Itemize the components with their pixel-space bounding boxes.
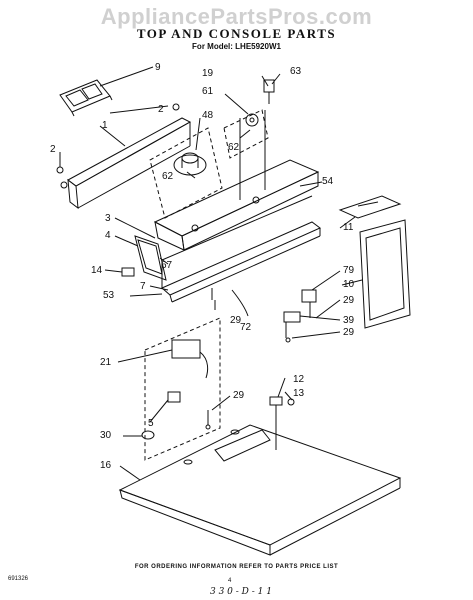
handwritten-note: 3 3 0 - D - 1 1 bbox=[210, 587, 272, 597]
part-11-cover bbox=[338, 195, 402, 219]
callout-54: 54 bbox=[322, 176, 334, 187]
callout-labels: 9 2 1 48 2 62 19 63 61 62 54 3 4 67 14 7… bbox=[50, 62, 355, 471]
part-4-end-cap bbox=[134, 235, 167, 281]
callout-3: 3 bbox=[105, 213, 111, 224]
page-number: 4 bbox=[228, 578, 232, 584]
callout-29: 29 bbox=[230, 315, 242, 326]
part-9-panel bbox=[59, 79, 113, 117]
model-subtitle: For Model: LHE5920W1 bbox=[192, 42, 281, 51]
callout-19: 19 bbox=[202, 68, 214, 79]
part-2-screws bbox=[56, 103, 180, 189]
callout-53: 53 bbox=[103, 290, 115, 301]
part-53-lower-rail bbox=[161, 195, 321, 303]
part-39-switch bbox=[283, 311, 301, 338]
callout-13: 13 bbox=[293, 388, 305, 399]
callout-29b: 29 bbox=[343, 295, 355, 306]
part-48-dashed-group bbox=[149, 127, 223, 219]
part-13-screw bbox=[287, 398, 295, 406]
callout-61: 61 bbox=[202, 86, 214, 97]
part-16-top-panel bbox=[118, 424, 402, 556]
callout-5: 5 bbox=[148, 418, 154, 429]
part-10-side-panel bbox=[359, 219, 411, 329]
callout-63: 63 bbox=[290, 66, 302, 77]
callout-2b: 2 bbox=[50, 144, 56, 155]
document-code: 691326 bbox=[8, 576, 29, 582]
part-21-timer bbox=[171, 339, 209, 379]
part-30-foot bbox=[141, 430, 155, 440]
callout-72: 72 bbox=[240, 322, 252, 333]
callout-30: 30 bbox=[100, 430, 112, 441]
part-63-knob bbox=[263, 79, 275, 104]
part-12-latch bbox=[269, 396, 283, 450]
leader-lines bbox=[59, 66, 363, 481]
part-21-dashed-group bbox=[144, 317, 221, 461]
callout-14: 14 bbox=[91, 265, 103, 276]
part-29-screws bbox=[205, 300, 291, 430]
callout-67: 67 bbox=[161, 260, 173, 271]
callout-21: 21 bbox=[100, 357, 112, 368]
part-61-knob bbox=[245, 113, 259, 127]
part-48-bracket bbox=[173, 152, 207, 176]
callout-62b: 62 bbox=[228, 142, 240, 153]
callout-48: 48 bbox=[202, 110, 214, 121]
callout-16: 16 bbox=[100, 460, 112, 471]
part-54-console bbox=[153, 110, 320, 251]
footer-note: FOR ORDERING INFORMATION REFER TO PARTS … bbox=[134, 564, 339, 570]
callout-7: 7 bbox=[140, 281, 146, 292]
part-61-dashed-group bbox=[223, 109, 269, 159]
callout-29d: 29 bbox=[233, 390, 245, 401]
callout-4: 4 bbox=[105, 230, 111, 241]
callout-9: 9 bbox=[155, 62, 161, 73]
part-79-switch bbox=[301, 289, 317, 318]
page-title: TOP AND CONSOLE PARTS bbox=[136, 26, 337, 41]
callout-2: 2 bbox=[158, 104, 164, 115]
part-72-wire bbox=[211, 288, 249, 317]
callout-12: 12 bbox=[293, 374, 305, 385]
watermark: AppliancePartsPros.com bbox=[100, 4, 373, 29]
callout-39: 39 bbox=[343, 315, 355, 326]
part-1-rear-trim bbox=[67, 117, 192, 210]
callout-10: 10 bbox=[343, 279, 355, 290]
callout-62: 62 bbox=[162, 171, 174, 182]
callout-1: 1 bbox=[102, 120, 108, 131]
callout-29c: 29 bbox=[343, 327, 355, 338]
part-14-clip bbox=[121, 267, 135, 277]
part-5-bracket bbox=[167, 391, 181, 403]
callout-11: 11 bbox=[343, 222, 354, 233]
callout-79: 79 bbox=[343, 265, 355, 276]
